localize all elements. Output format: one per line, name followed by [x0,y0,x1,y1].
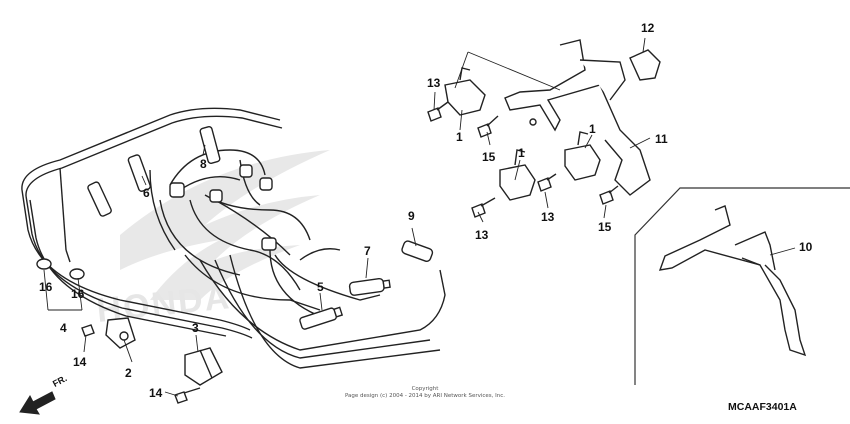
callout-13[interactable]: 13 [541,210,555,224]
copyright-notice: Copyright Page design (c) 2004 - 2014 by… [300,386,550,400]
callout-15[interactable]: 15 [482,150,496,164]
leader-lines [43,37,796,397]
front-direction-arrow-icon [19,391,56,415]
callout-14[interactable]: 14 [73,355,87,369]
callout-11[interactable]: 11 [655,132,668,146]
callout-9[interactable]: 9 [408,209,415,223]
copyright-line-1: Copyright [411,386,439,392]
callout-12[interactable]: 12 [641,21,655,35]
callout-7[interactable]: 7 [364,244,371,258]
callout-15[interactable]: 15 [598,220,612,234]
clamps-and-grommets [36,258,223,404]
callout-10[interactable]: 10 [799,240,813,254]
callout-5[interactable]: 5 [317,280,324,294]
callout-16[interactable]: 16 [39,280,53,294]
callout-3[interactable]: 3 [192,321,199,335]
callout-13[interactable]: 13 [475,228,489,242]
diagram-reference-code: MCAAF3401A [728,401,797,413]
callout-4[interactable]: 4 [60,321,67,335]
callout-14[interactable]: 14 [149,386,163,400]
callout-1[interactable]: 1 [589,122,596,136]
callout-2[interactable]: 2 [125,366,132,380]
copyright-line-2: Page design (c) 2004 - 2014 by ARI Netwo… [344,393,506,399]
inset-frame [634,187,850,385]
spark-plug-wire-harness [21,107,446,369]
callout-1[interactable]: 1 [518,146,525,160]
plug-caps [87,126,434,330]
ignition-coil-assembly [427,39,807,357]
callout-13[interactable]: 13 [427,76,441,90]
callout-1[interactable]: 1 [456,130,463,144]
callout-16[interactable]: 16 [71,287,85,301]
callout-8[interactable]: 8 [200,157,207,171]
callout-6[interactable]: 6 [143,186,150,200]
